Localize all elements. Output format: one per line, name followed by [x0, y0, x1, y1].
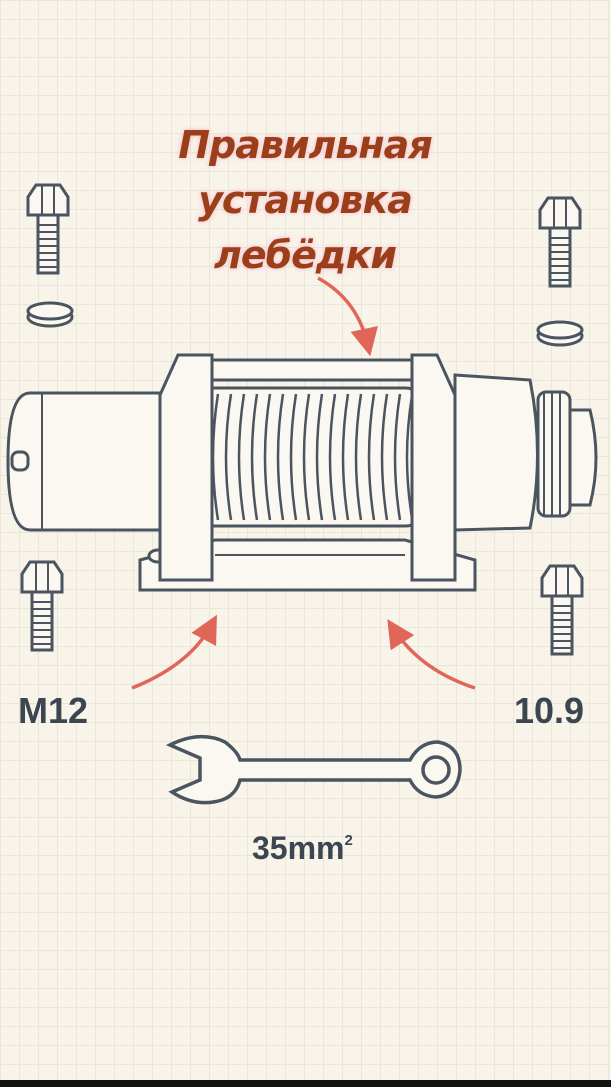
bolt-icon [538, 196, 582, 288]
title-line: Правильная [178, 123, 432, 167]
cable-section-label: 35mm2 [252, 830, 353, 867]
arrow-icon [387, 619, 476, 690]
washer-icon [536, 320, 584, 347]
title-line: установка [198, 178, 413, 222]
bolt-icon [20, 560, 64, 652]
arrow-icon [131, 614, 217, 690]
bottom-bar [0, 1080, 611, 1087]
bolt-size-label: M12 [18, 690, 89, 731]
cable-section-value: 35mm [252, 830, 345, 866]
bolt-grade-label: 10.9 [514, 690, 585, 731]
cable-section-superscript: 2 [344, 832, 353, 849]
bolt-icon [540, 564, 584, 656]
title-line: лебёдки [213, 233, 397, 277]
washer-icon [26, 301, 74, 328]
winch-icon [6, 353, 598, 592]
arrow-icon [317, 276, 378, 357]
bolt-icon [26, 183, 70, 275]
wrench-icon [165, 735, 462, 805]
page-title: Правильная установка лебёдки [150, 118, 460, 283]
